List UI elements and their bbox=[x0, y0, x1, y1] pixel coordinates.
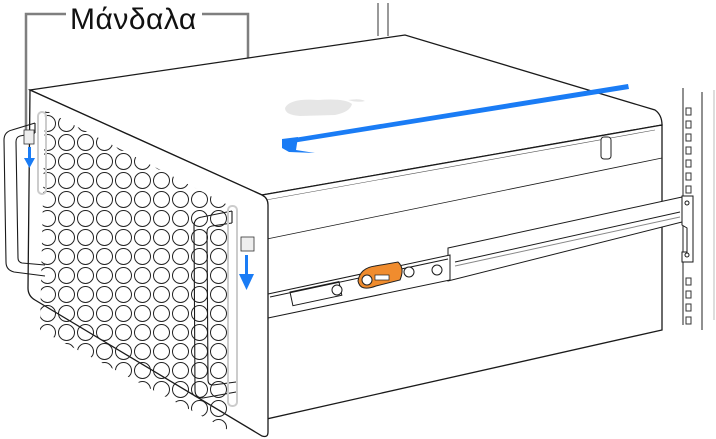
latch-down-arrow-right bbox=[239, 255, 254, 290]
right-latch bbox=[240, 236, 255, 252]
slide-direction-arrow bbox=[282, 84, 629, 153]
left-latch bbox=[23, 129, 35, 145]
apple-logo bbox=[285, 99, 365, 116]
latches-callout-label: Μάνδαλα bbox=[66, 2, 201, 38]
rack-post-top bbox=[377, 3, 389, 36]
latch-down-arrow-left bbox=[24, 147, 35, 168]
side-latch-slot bbox=[600, 136, 612, 160]
rail-release-tab bbox=[357, 261, 403, 289]
left-handle bbox=[3, 111, 47, 277]
right-handle bbox=[193, 205, 238, 407]
rack-holes bbox=[685, 107, 692, 325]
rail-bracket bbox=[681, 195, 694, 263]
